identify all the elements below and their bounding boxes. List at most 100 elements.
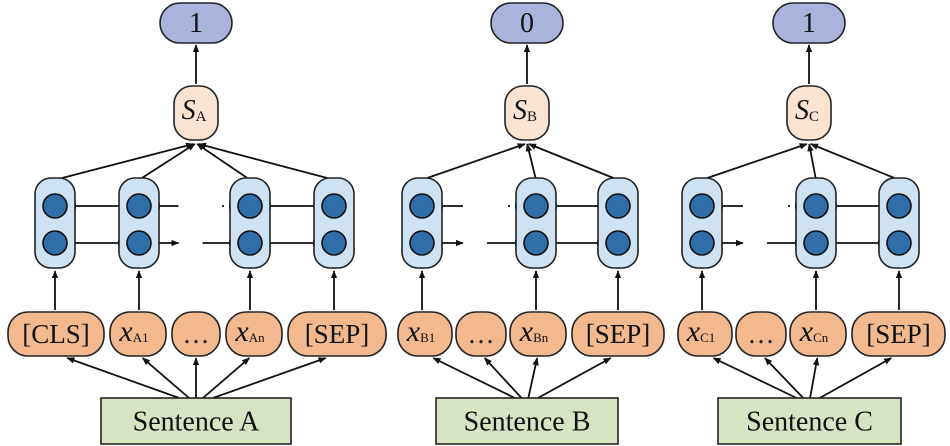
label-subscript: B [527,109,537,125]
hidden-node-backward [42,193,68,219]
sentence-to-token-arrow [712,357,797,399]
label-subscript: An [249,329,265,344]
encoder-to-score-arrow [426,143,526,179]
label-main: S [795,95,809,126]
node-label: SA [182,95,207,126]
label-main: x [519,315,534,348]
label-main: 0 [520,8,534,39]
score-node [173,85,219,141]
node-label: 1 [802,8,816,39]
encoder-to-score-arrow [196,143,248,179]
hidden-node-forward [886,230,912,256]
sentence-to-token-arrow [484,357,523,399]
label-main: [SEP] [586,319,651,349]
sentence-to-token-arrow [432,357,516,399]
panel-a: 1SA[CLS]xA1…xAn[SEP]Sentence A [7,2,387,445]
label-main: S [182,95,196,126]
label-main: S [513,95,527,126]
token-node [677,311,733,357]
encoder-to-score-arrow [807,143,817,179]
node-label: … [468,319,495,349]
encoder-to-score-arrow [197,142,328,179]
token-node [509,311,567,357]
sentence-to-token-arrow [819,357,893,399]
hidden-node-backward [409,193,435,219]
hidden-node-forward [409,230,435,256]
label-main: … [748,319,775,349]
encoder-to-score-arrow [707,143,808,179]
hidden-node-forward [803,230,829,256]
token-node [735,311,787,357]
diagram-nodes: 1SA[CLS]xA1…xAn[SEP]Sentence A0SBxB1…xBn… [7,2,946,445]
sentence-label: Sentence C [746,407,873,438]
node-label: xB1 [406,315,436,348]
label-subscript: Cn [813,329,829,344]
label-main: x [234,315,249,348]
hidden-node-backward [126,193,152,219]
token-node [571,311,665,357]
sentence-label: Sentence B [464,407,591,438]
label-subscript: B1 [420,329,435,344]
token-node [171,311,221,357]
node-label: 0 [520,8,534,39]
sentence-to-token-arrow [142,357,190,399]
hidden-node-backward [605,193,631,219]
label-main: x [406,315,421,348]
label-main: 1 [189,8,203,39]
output-label-box [772,2,846,44]
token-node [287,311,387,357]
hidden-node-forward [321,230,347,256]
sentence-to-token-arrow [537,357,612,399]
node-label: xAn [234,315,265,348]
label-main: x [686,315,701,348]
token-node [225,311,283,357]
node-label: [SEP] [586,319,651,349]
label-subscript: C1 [700,329,715,344]
hidden-node-forward [523,230,549,256]
label-main: 1 [802,8,816,39]
hidden-node-backward [523,193,549,219]
encoder-to-score-arrow [141,143,196,179]
sentence-box [717,397,902,445]
hidden-node-backward [237,193,263,219]
hidden-node-forward [689,230,715,256]
output-label-box [159,2,233,44]
sentence-label: Sentence A [133,407,261,438]
hidden-node-forward [126,230,152,256]
node-label: [SEP] [866,319,931,349]
output-label-box [490,2,564,44]
token-node [7,311,105,357]
encoder-to-score-arrow [810,143,895,179]
hidden-node-forward [605,230,631,256]
node-label: xA1 [118,315,148,348]
label-main: … [468,319,495,349]
sentence-to-token-arrow [212,357,327,399]
label-subscript: A1 [133,329,149,344]
node-label: SC [795,95,819,126]
score-node [786,85,832,141]
hidden-node-forward [42,230,68,256]
node-label: … [748,319,775,349]
token-node [397,311,453,357]
encoder-to-score-arrow [528,143,614,179]
sentence-to-token-arrow [202,357,250,399]
hidden-node-backward [803,193,829,219]
score-node [504,85,550,141]
node-label: 1 [189,8,203,39]
sentence-box [100,397,292,445]
token-node [851,311,946,357]
label-subscript: C [809,109,819,125]
token-node [789,311,847,357]
token-node [109,311,167,357]
label-main: x [118,315,133,348]
sentence-to-token-arrow [809,357,820,399]
node-label: xCn [799,315,829,348]
connection-arrows [51,44,903,399]
node-label: xC1 [686,315,716,348]
node-label: SB [513,95,537,126]
sentence-to-token-arrow [527,357,539,399]
token-node [455,311,507,357]
